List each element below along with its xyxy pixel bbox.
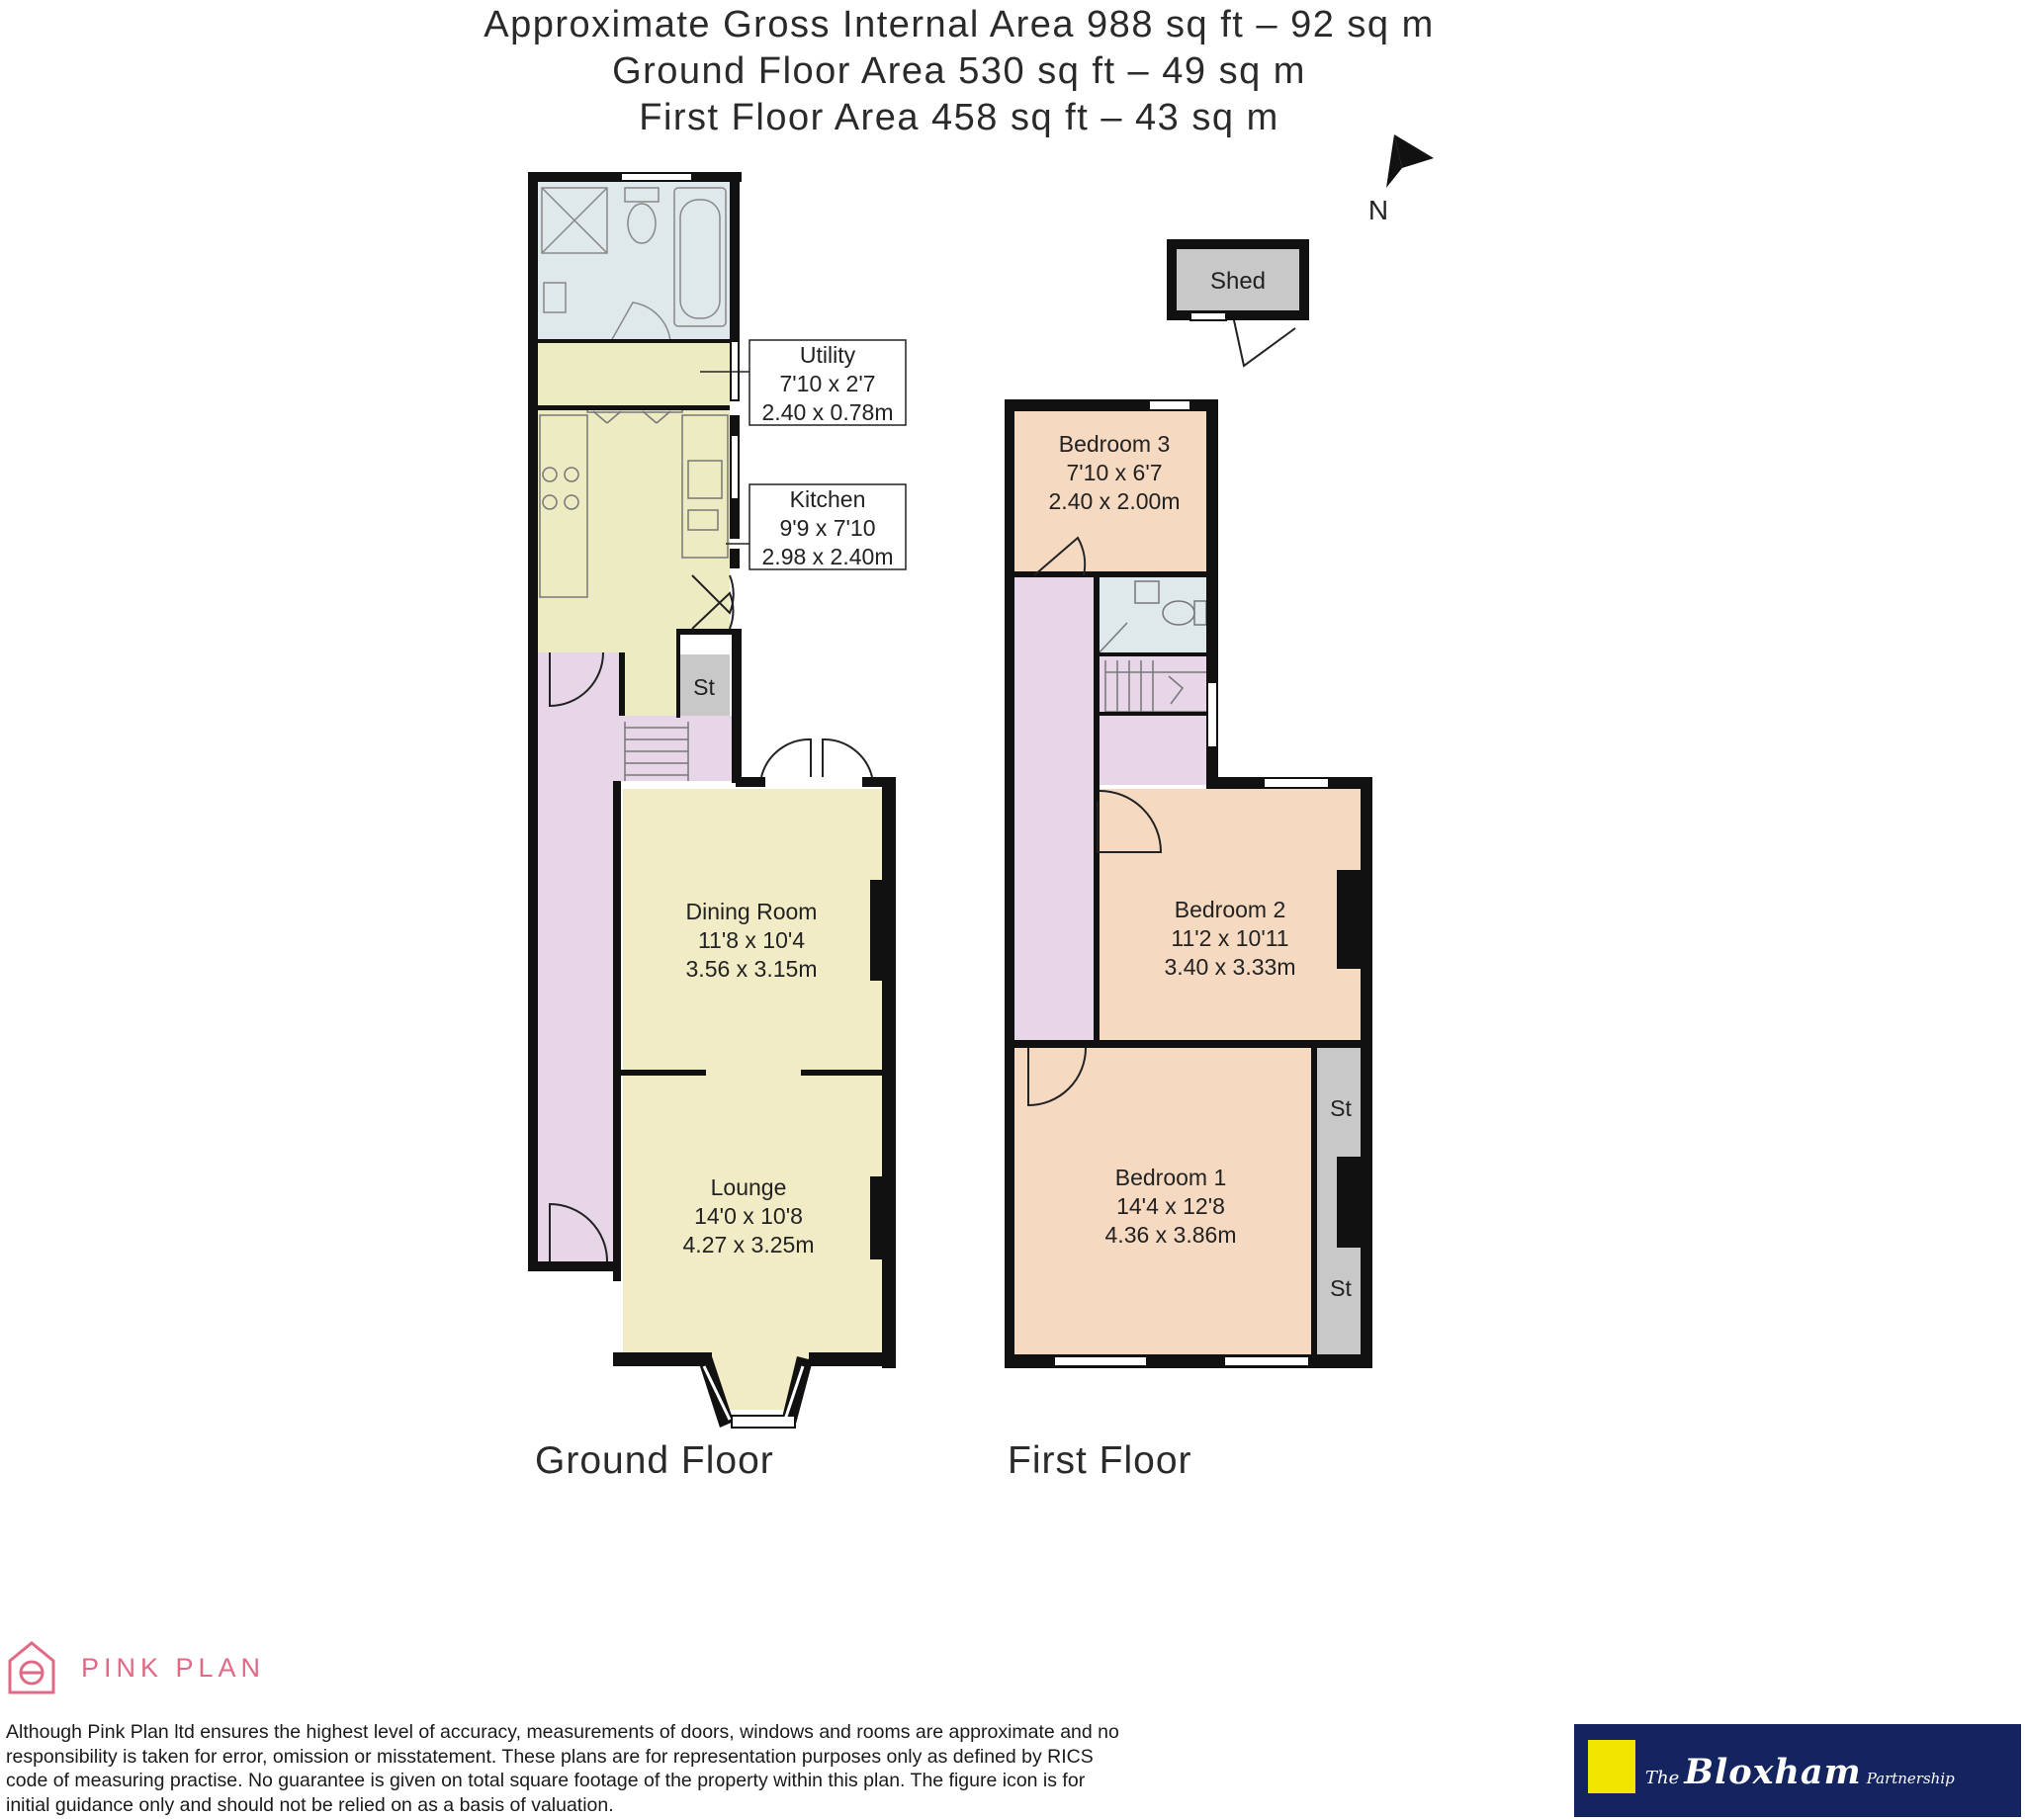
landing-stairs	[1098, 654, 1206, 785]
bloxham-logo: The Bloxham Partnership	[1574, 1724, 2021, 1817]
lounge-metric: 4.27 x 3.25m	[683, 1232, 815, 1257]
first-area-text: First Floor Area 458 sq ft – 43 sq m	[639, 97, 1279, 138]
bedroom-1-metric: 4.36 x 3.86m	[1105, 1222, 1237, 1248]
bathroom-room	[538, 181, 730, 341]
shed-name: Shed	[1210, 268, 1266, 295]
bedroom-2-metric: 3.40 x 3.33m	[1165, 954, 1296, 980]
bedroom-1-room	[1014, 1044, 1315, 1356]
bedroom-3-metric: 2.40 x 2.00m	[1049, 488, 1181, 514]
lounge-room	[623, 1072, 882, 1410]
ground-area-text: Ground Floor Area 530 sq ft – 49 sq m	[612, 50, 1306, 92]
ground-floor-plan	[528, 172, 896, 1429]
ground-doors	[549, 574, 873, 1262]
bedroom-2-imperial: 11'2 x 10'11	[1171, 925, 1288, 951]
ground-store	[678, 654, 730, 716]
ground-stairs	[624, 722, 689, 781]
bloxham-the: The	[1645, 1768, 1680, 1788]
bedroom-1-name: Bedroom 1	[1115, 1165, 1227, 1190]
first-windows	[1053, 399, 1330, 1367]
stairs-area	[619, 716, 736, 781]
bathroom-fixtures	[541, 187, 727, 342]
bedroom-1-store-label-bottom: St	[1330, 1275, 1352, 1301]
kitchen-imperial: 9'9 x 7'10	[779, 515, 875, 541]
utility-name: Utility	[800, 342, 856, 368]
bedroom-1-imperial: 14'4 x 12'8	[1116, 1193, 1225, 1219]
compass-label: N	[1368, 195, 1388, 225]
ground-hallway	[538, 652, 619, 1261]
bloxham-wordmark: The Bloxham Partnership	[1645, 1752, 1955, 1792]
utility-metric: 2.40 x 0.78m	[762, 399, 894, 425]
kitchen-name: Kitchen	[790, 486, 866, 512]
ground-floor-label: Ground Floor	[535, 1439, 774, 1482]
first-landing	[1014, 575, 1098, 1044]
bloxham-name: Bloxham	[1684, 1752, 1862, 1792]
bedroom-3-name: Bedroom 3	[1059, 431, 1171, 457]
bloxham-accent-square	[1588, 1740, 1635, 1793]
area-header: Approximate Gross Internal Area 988 sq f…	[0, 2, 1918, 141]
kitchen-label-box: Kitchen 9'9 x 7'10 2.98 x 2.40m	[726, 483, 907, 570]
disclaimer-text: Although Pink Plan ltd ensures the highe…	[6, 1721, 1119, 1816]
ground-store-label: St	[693, 674, 715, 700]
bedroom-3-room	[1014, 411, 1206, 575]
first-wc	[1098, 575, 1206, 654]
gross-area-text: Approximate Gross Internal Area 988 sq f…	[484, 4, 1435, 45]
first-floor-plan	[1005, 134, 1434, 1368]
lounge-imperial: 14'0 x 10'8	[694, 1203, 803, 1229]
first-floor-label: First Floor	[1008, 1439, 1192, 1482]
lounge-name: Lounge	[711, 1174, 787, 1200]
dining-name: Dining Room	[686, 899, 818, 924]
utility-room	[538, 341, 730, 408]
dining-metric: 3.56 x 3.15m	[686, 956, 818, 982]
pink-plan-logo-icon	[8, 1641, 55, 1694]
dining-room	[623, 789, 882, 1072]
bloxham-suffix: Partnership	[1866, 1770, 1955, 1787]
kitchen-metric: 2.98 x 2.40m	[762, 544, 894, 569]
pink-plan-brand: PINK PLAN	[81, 1653, 266, 1683]
utility-imperial: 7'10 x 2'7	[779, 371, 875, 396]
dining-imperial: 11'8 x 10'4	[698, 927, 805, 953]
utility-label-box: Utility 7'10 x 2'7 2.40 x 0.78m	[700, 339, 907, 426]
bay-window	[698, 1356, 813, 1429]
ground-windows	[620, 172, 740, 500]
bedroom-2-name: Bedroom 2	[1175, 897, 1286, 922]
shed-building	[1167, 239, 1309, 368]
bedroom-3-imperial: 7'10 x 6'7	[1066, 460, 1162, 485]
bedroom-1-store-label-top: St	[1330, 1095, 1352, 1121]
north-arrow-icon	[1386, 134, 1434, 188]
bedroom-2-room	[1098, 789, 1361, 1044]
first-doors	[1027, 536, 1163, 1107]
